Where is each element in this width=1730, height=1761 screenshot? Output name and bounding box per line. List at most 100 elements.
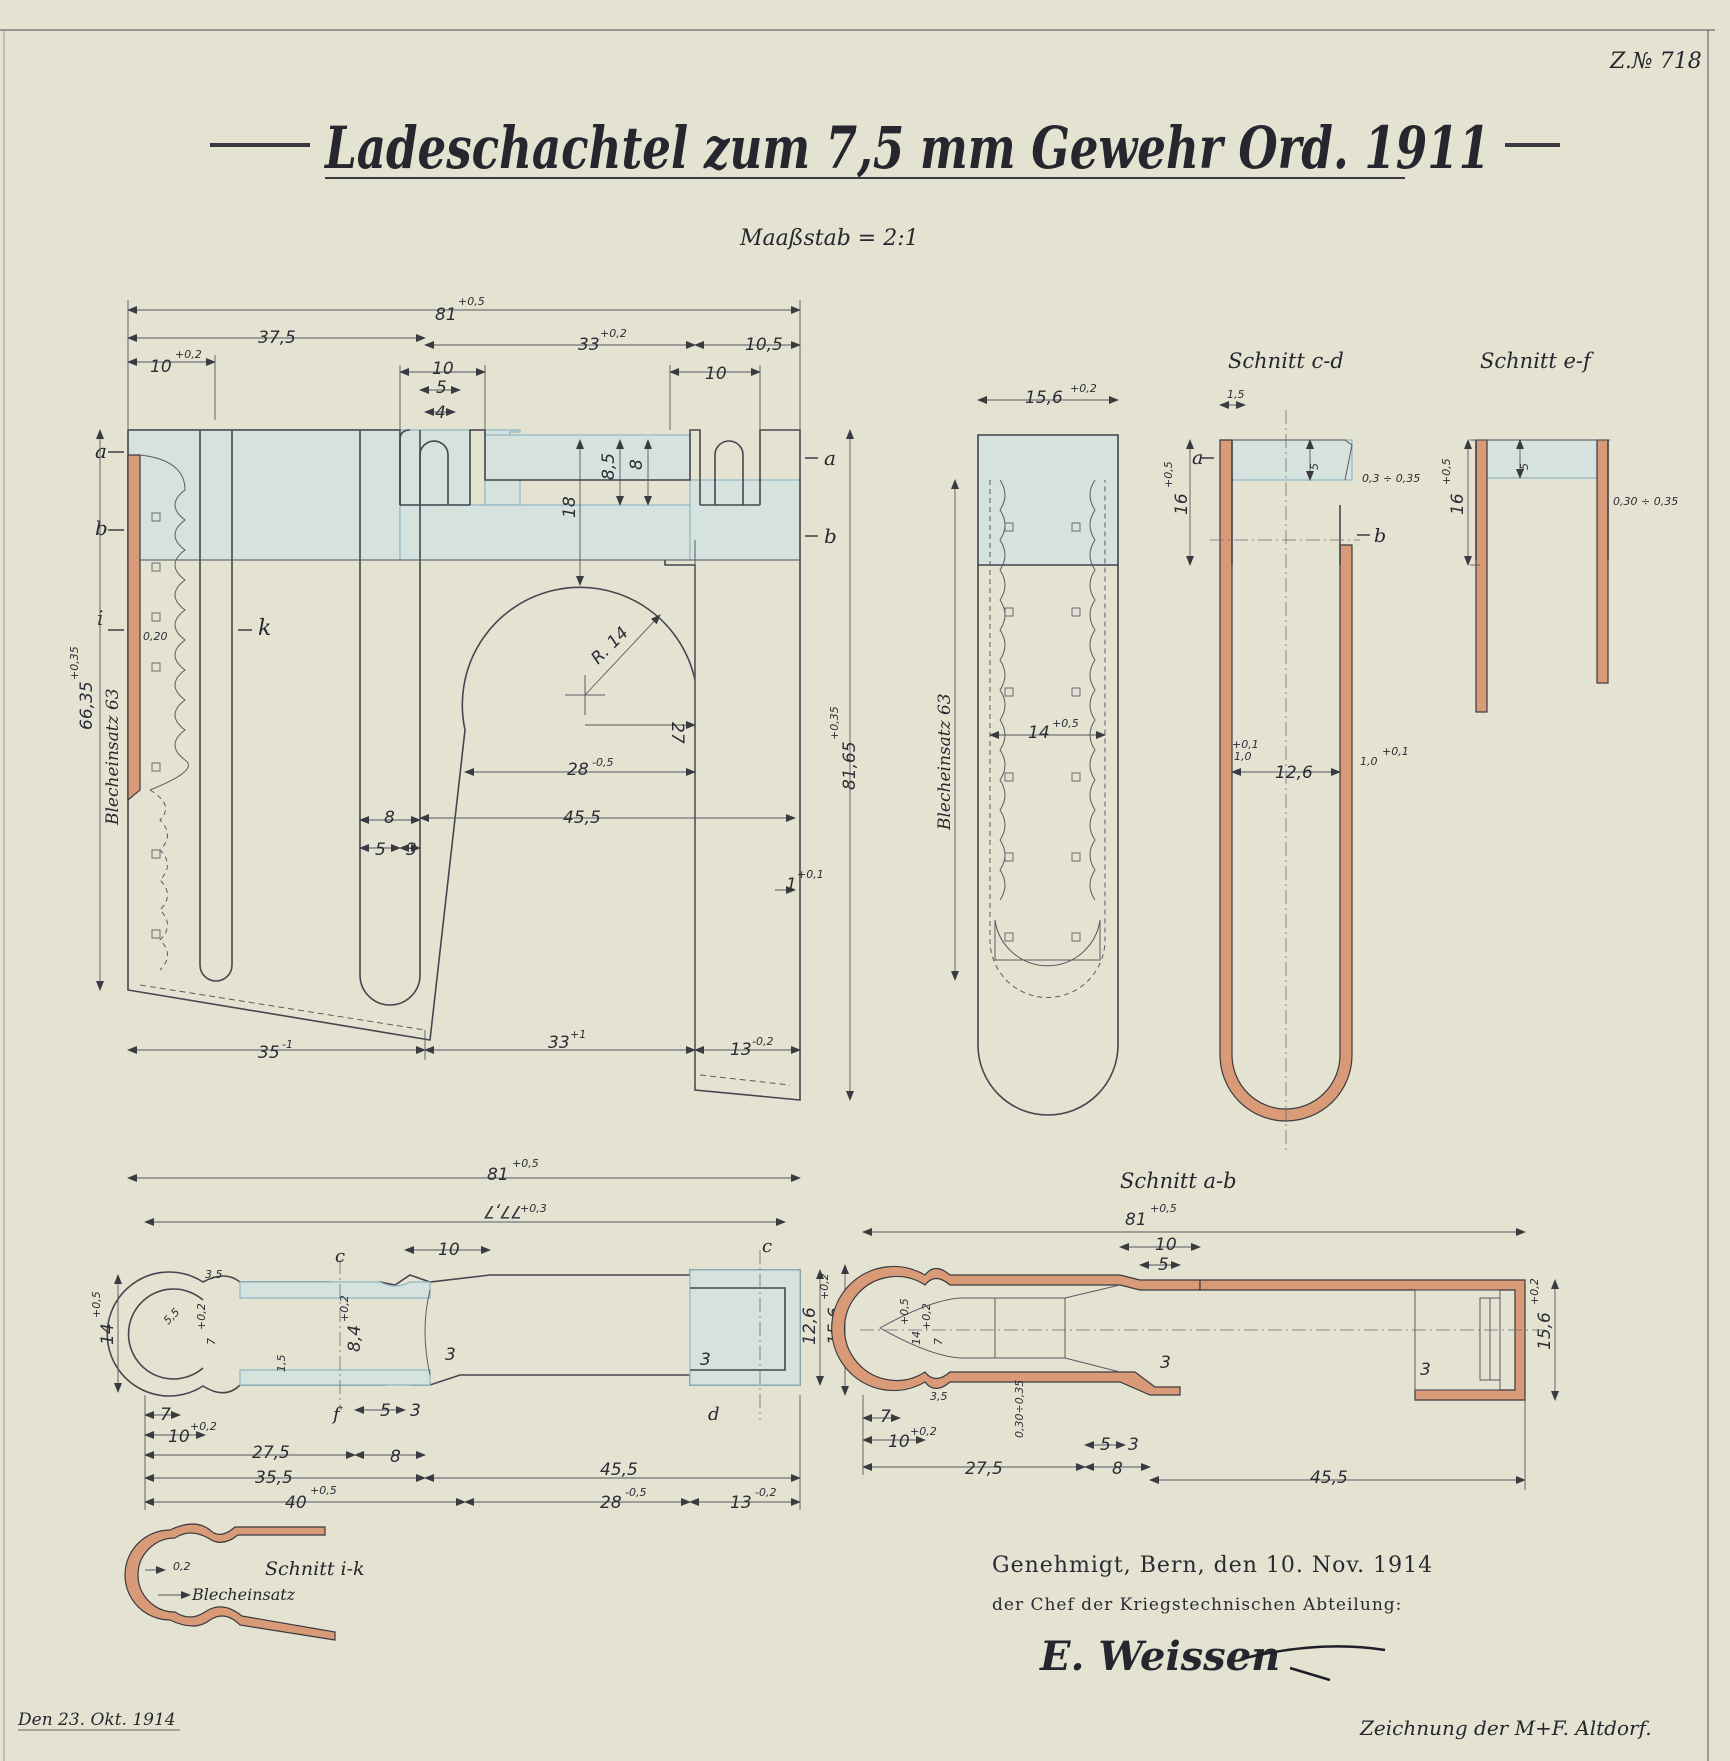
svg-text:+0,2: +0,2 bbox=[175, 348, 202, 361]
svg-text:-1: -1 bbox=[282, 1038, 293, 1051]
svg-text:8,4: 8,4 bbox=[345, 1325, 365, 1352]
radius-line bbox=[584, 614, 661, 696]
svg-text:15,6: 15,6 bbox=[1535, 1312, 1555, 1350]
svg-text:10: 10 bbox=[705, 364, 727, 384]
section-ik: Schnitt i-k 0,2 Blecheinsatz bbox=[124, 1523, 365, 1641]
svg-text:18: 18 bbox=[560, 496, 580, 518]
svg-text:3: 3 bbox=[700, 1350, 711, 1370]
svg-text:3: 3 bbox=[1128, 1435, 1139, 1455]
label-a-left: a bbox=[95, 439, 107, 463]
section-ef-left-wall bbox=[1475, 439, 1488, 713]
middle-view-bottom-cap bbox=[994, 919, 1101, 967]
svg-text:5: 5 bbox=[1308, 463, 1321, 470]
svg-text:45,5: 45,5 bbox=[563, 808, 601, 828]
svg-text:+0,2: +0,2 bbox=[195, 1303, 208, 1330]
svg-text:+0,5: +0,5 bbox=[458, 295, 485, 308]
svg-text:10: 10 bbox=[150, 357, 172, 377]
svg-text:4: 4 bbox=[435, 403, 446, 423]
inner-offset-bottom bbox=[139, 984, 791, 1086]
svg-text:+0,1: +0,1 bbox=[797, 868, 824, 881]
svg-text:7: 7 bbox=[205, 1338, 218, 1345]
section-cd-u-profile bbox=[1219, 439, 1353, 1122]
main-view-band-top-strip bbox=[484, 434, 691, 481]
signature: E. Weissen bbox=[1039, 1633, 1280, 1680]
main-view-band-right bbox=[689, 479, 801, 561]
svg-text:3,5: 3,5 bbox=[205, 1268, 223, 1281]
blecheinsatz-label-main: Blecheinsatz 63 bbox=[103, 688, 123, 826]
section-ik-profile bbox=[124, 1523, 336, 1641]
svg-text:+0,5: +0,5 bbox=[1162, 461, 1175, 488]
svg-text:5: 5 bbox=[1100, 1435, 1111, 1455]
svg-text:10: 10 bbox=[888, 1432, 910, 1452]
svg-text:5: 5 bbox=[436, 378, 447, 398]
svg-text:+0,5: +0,5 bbox=[1150, 1202, 1177, 1215]
middle-view-insert bbox=[999, 479, 1096, 901]
svg-text:37,5: 37,5 bbox=[258, 328, 296, 348]
section-ik-title: Schnitt i-k bbox=[265, 1558, 365, 1580]
svg-text:+0,5: +0,5 bbox=[512, 1157, 539, 1170]
svg-text:+0,2: +0,2 bbox=[1070, 382, 1097, 395]
svg-text:27: 27 bbox=[667, 722, 687, 744]
svg-text:1,0: 1,0 bbox=[1234, 750, 1252, 763]
section-ab: Schnitt a-b 81 +0,5 10 5 15,6 +0,2 3 3 3… bbox=[831, 1169, 1559, 1490]
svg-text:8: 8 bbox=[384, 808, 395, 828]
svg-text:16: 16 bbox=[1448, 493, 1468, 515]
label-b-right: b bbox=[824, 524, 837, 548]
svg-text:12,6: 12,6 bbox=[1275, 763, 1313, 783]
svg-text:7: 7 bbox=[932, 1338, 945, 1345]
svg-text:13: 13 bbox=[730, 1493, 752, 1513]
middle-view-inner bbox=[989, 480, 1106, 998]
svg-text:27,5: 27,5 bbox=[252, 1443, 290, 1463]
section-ik-blecheinsatz: Blecheinsatz bbox=[191, 1585, 296, 1604]
svg-text:c: c bbox=[335, 1246, 345, 1267]
svg-text:7: 7 bbox=[160, 1405, 171, 1425]
svg-text:8: 8 bbox=[627, 459, 647, 470]
dim-81-top: 81 bbox=[435, 305, 457, 325]
scalloped-insert-dashed bbox=[149, 789, 168, 971]
svg-text:1,0: 1,0 bbox=[1360, 755, 1378, 768]
bottom-plan-view: c f c d 77,7 +0,3 10 14 +0,5 3,5 5,5 7 +… bbox=[90, 1201, 849, 1513]
svg-text:27,5: 27,5 bbox=[965, 1459, 1003, 1479]
svg-text:3,5: 3,5 bbox=[930, 1390, 948, 1403]
svg-text:5: 5 bbox=[1158, 1255, 1169, 1275]
svg-text:35,5: 35,5 bbox=[255, 1468, 293, 1488]
svg-text:0,30 ÷ 0,35: 0,30 ÷ 0,35 bbox=[1613, 495, 1678, 508]
main-view-dimensions: 81 +0,5 37,5 33 +0,2 10,5 10 +0,2 10 5 4… bbox=[68, 295, 860, 1185]
section-ef: Schnitt e-f 16 +0,5 5 0,30 ÷ 0,35 bbox=[1440, 349, 1678, 713]
svg-text:3: 3 bbox=[1420, 1360, 1431, 1380]
label-a-right: a bbox=[824, 446, 836, 470]
svg-text:3: 3 bbox=[406, 840, 417, 860]
label-k: k bbox=[258, 616, 271, 641]
svg-text:45,5: 45,5 bbox=[600, 1460, 638, 1480]
svg-text:8: 8 bbox=[1112, 1459, 1123, 1479]
section-cd-title: Schnitt c-d bbox=[1228, 349, 1344, 373]
drawing-scale: Maaßstab = 2:1 bbox=[739, 226, 919, 251]
svg-text:+1: +1 bbox=[570, 1028, 586, 1041]
svg-text:-0,2: -0,2 bbox=[755, 1486, 776, 1499]
svg-text:8: 8 bbox=[390, 1447, 401, 1467]
svg-text:d: d bbox=[708, 1404, 720, 1425]
svg-text:81: 81 bbox=[487, 1165, 509, 1185]
svg-text:10: 10 bbox=[168, 1427, 190, 1447]
svg-text:+0,5: +0,5 bbox=[310, 1484, 337, 1497]
svg-text:33: 33 bbox=[548, 1033, 570, 1053]
svg-text:+0,5: +0,5 bbox=[1052, 717, 1079, 730]
main-view: R. 14 a b i k a b Blecheinsatz 63 bbox=[95, 429, 837, 1101]
svg-text:16: 16 bbox=[1172, 493, 1192, 515]
blecheinsatz-label-middle: Blecheinsatz 63 bbox=[935, 693, 955, 831]
svg-text:10: 10 bbox=[1155, 1235, 1177, 1255]
svg-text:a: a bbox=[1192, 447, 1203, 469]
middle-view-top bbox=[977, 434, 1119, 566]
svg-text:+0,5: +0,5 bbox=[1440, 458, 1453, 485]
section-ef-title: Schnitt e-f bbox=[1480, 349, 1594, 373]
svg-text:+0,2: +0,2 bbox=[1528, 1278, 1541, 1305]
svg-text:+0,1: +0,1 bbox=[1382, 745, 1409, 758]
svg-text:-0,5: -0,5 bbox=[592, 756, 613, 769]
svg-text:c: c bbox=[762, 1236, 772, 1257]
svg-text:45,5: 45,5 bbox=[1310, 1468, 1348, 1488]
svg-text:10,5: 10,5 bbox=[745, 335, 783, 355]
svg-text:66,35: 66,35 bbox=[77, 681, 97, 730]
svg-text:+0,2: +0,2 bbox=[600, 327, 627, 340]
drawn-by: Zeichnung der M+F. Altdorf. bbox=[1359, 1716, 1652, 1740]
